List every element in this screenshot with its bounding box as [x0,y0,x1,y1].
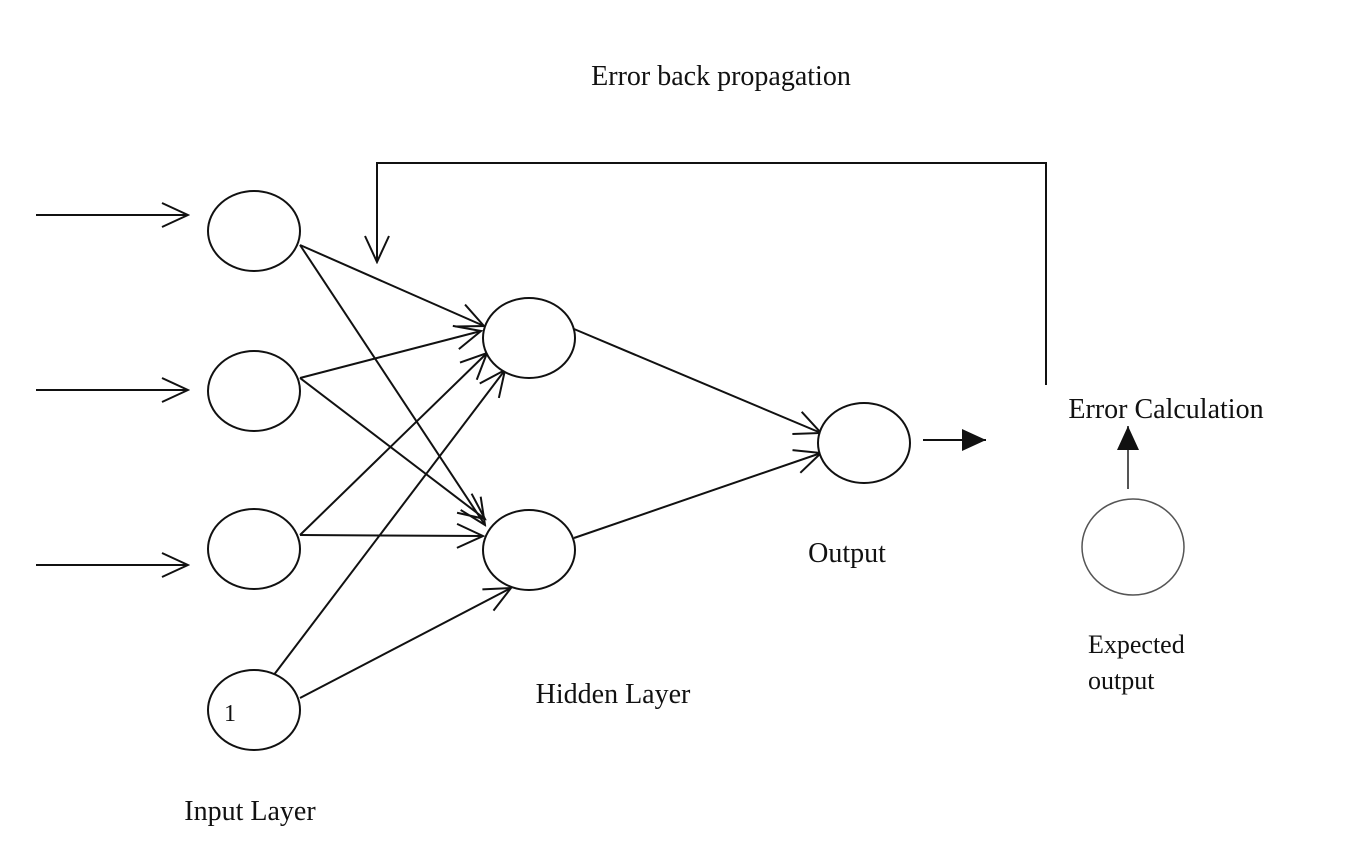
hidden-layer [482,297,576,591]
input-node-1 [207,190,301,272]
diagram-title: Error back propagation [591,61,851,92]
connection-edge [573,453,821,539]
connection-edge [299,244,485,525]
connection-edge [299,244,484,326]
bias-node-label: 1 [224,701,236,727]
hidden-node-1 [482,297,576,379]
input-layer-label: Input Layer [184,796,316,827]
input-arrows [36,215,188,565]
connection-edge [269,370,505,681]
hidden-node-2 [482,509,576,591]
connection-edge [573,328,821,433]
input-hidden-connections [269,244,511,699]
bias-node [207,669,301,751]
connection-edge [299,588,511,699]
input-layer: 1 [207,190,301,751]
input-node-3 [207,508,301,590]
hidden-layer-label: Hidden Layer [536,679,691,710]
input-node-2 [207,350,301,432]
output-node [817,402,911,484]
backpropagation-feedback-arrow [377,162,1047,385]
expected-output-label-line2: output [1088,666,1155,695]
error-calculation-label: Error Calculation [1068,394,1263,425]
expected-output-node [1081,498,1185,596]
expected-output-label-line1: Expected [1088,630,1185,659]
connection-edge [299,377,485,519]
output-label: Output [808,538,886,569]
connection-edge [299,535,483,536]
connection-edge [299,353,487,536]
connection-edge [299,331,481,379]
hidden-output-connections [573,328,821,539]
